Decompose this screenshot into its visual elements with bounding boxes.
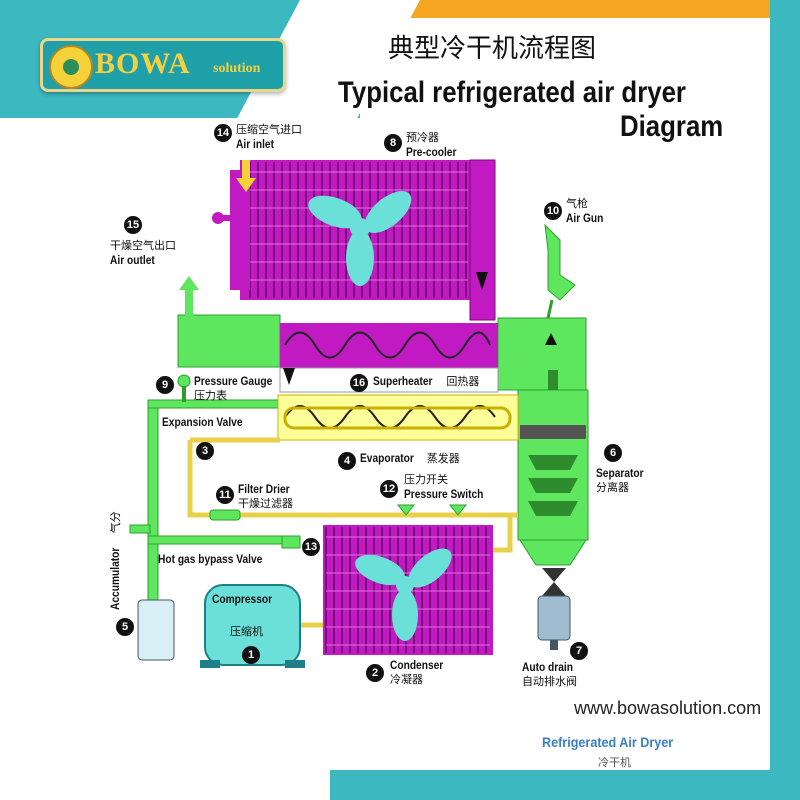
label-compressor: Compressor — [212, 592, 273, 606]
badge-1: 1 — [242, 646, 260, 664]
badge-14: 14 — [214, 124, 232, 142]
badge-11: 11 — [216, 486, 234, 504]
hot-gas-bypass-valve-icon — [281, 535, 301, 549]
auto-drain-icon — [537, 568, 571, 650]
air-inlet-arrow-icon — [236, 160, 256, 192]
badge-4: 4 — [338, 452, 356, 470]
pressure-switch-icon — [396, 504, 468, 516]
condenser-fan-icon — [355, 548, 452, 641]
badge-8: 8 — [384, 134, 402, 152]
badge-16: 16 — [350, 374, 368, 392]
badge-6: 6 — [604, 444, 622, 462]
separator-internals — [520, 370, 586, 516]
title-english-line1: Typical refrigerated air dryer — [338, 76, 686, 109]
badge-2: 2 — [366, 664, 384, 682]
footer-title: Refrigerated Air Dryer — [542, 734, 674, 750]
refrigerant-pipes — [187, 437, 518, 628]
air-gun-icon — [544, 223, 576, 319]
logo-emblem-icon — [49, 45, 93, 89]
badge-15: 15 — [124, 216, 142, 234]
title-english-line2: Diagram — [620, 110, 724, 143]
bowa-logo: BOWA solution — [40, 38, 286, 92]
superheater-coil — [279, 323, 499, 393]
badge-12: 12 — [380, 480, 398, 498]
badge-3: 3 — [196, 442, 214, 460]
accumulator-icon — [137, 599, 175, 661]
air-outlet-arrow-icon — [179, 276, 199, 316]
label-expansion-valve: Expansion Valve — [162, 415, 243, 429]
pressure-gauge-icon — [177, 374, 191, 402]
logo-suffix: solution — [213, 61, 261, 76]
evaporator-coil — [277, 394, 519, 441]
compressor-icon — [200, 584, 305, 668]
label-evaporator: Evaporator 蒸发器 — [360, 451, 460, 465]
footer-subtitle: 冷干机 — [598, 756, 631, 769]
logo-name: BOWA — [95, 47, 191, 80]
badge-5: 5 — [116, 618, 134, 636]
website-url: www.bowasolution.com — [574, 698, 762, 718]
label-superheater: Superheater 回热器 — [373, 374, 480, 388]
bottom-teal-frame — [330, 770, 800, 800]
badge-9: 9 — [156, 376, 174, 394]
title-chinese: 典型冷干机流程图 — [388, 34, 597, 64]
label-accumulator: Accumulator 气分 — [108, 511, 122, 610]
label-hot-gas-bypass: Hot gas bypass Valve — [158, 552, 263, 566]
pre-cooler-fan-icon — [308, 191, 412, 286]
flow-arrows — [283, 272, 557, 385]
badge-10: 10 — [544, 202, 562, 220]
filter-drier-icon — [209, 509, 241, 521]
badge-13: 13 — [302, 538, 320, 556]
right-teal-frame — [770, 0, 800, 800]
label-compressor-cn: 压缩机 — [230, 625, 263, 638]
badge-7: 7 — [570, 642, 588, 660]
